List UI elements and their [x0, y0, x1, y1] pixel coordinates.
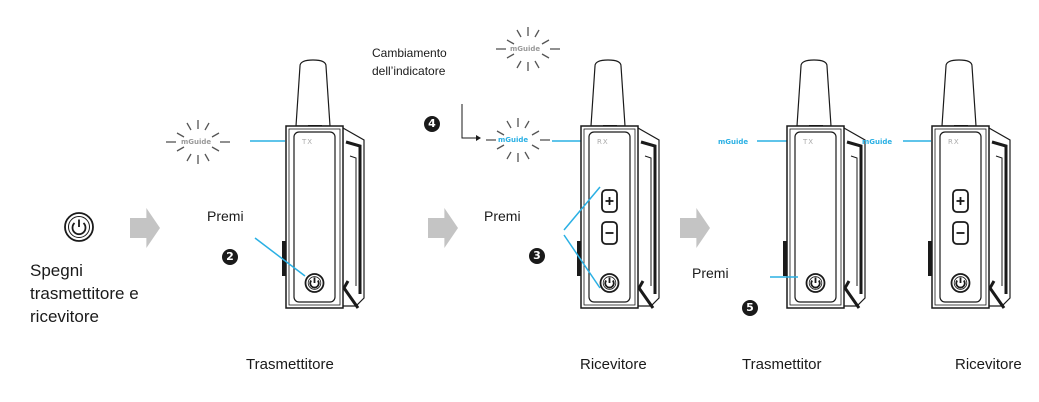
note-line: dell’indicatore [372, 64, 446, 78]
step-badge: 4 [424, 116, 440, 132]
indicator-before-label: mGuide [510, 45, 541, 53]
power-icon [64, 212, 94, 242]
device-tag: TX [302, 138, 314, 146]
connector-lines [563, 186, 601, 289]
bent-arrow-icon [461, 104, 481, 141]
action-label: Premi [484, 208, 521, 224]
device-caption: Ricevitore [580, 356, 647, 373]
next-step-arrow [130, 208, 160, 248]
device-caption: Trasmettitore [246, 356, 334, 373]
connector-line [770, 276, 798, 278]
connector-line [903, 140, 931, 142]
tx-indicator-label: mGuide [718, 138, 749, 146]
connector-line [552, 140, 582, 142]
device-tag: RX [597, 138, 609, 146]
device-tag: TX [803, 138, 815, 146]
indicator-change-note: Cambiamento dell’indicatore [372, 44, 447, 80]
next-step-arrow [680, 208, 710, 248]
device-tag: RX [948, 138, 960, 146]
step-badge: 2 [222, 249, 238, 265]
rx-indicator-label: mGuide [862, 138, 893, 146]
device-caption: Trasmettitor [742, 356, 822, 373]
connector-line [250, 140, 285, 142]
transmitter-device [781, 58, 867, 310]
step1-label: Spegni trasmettitore e ricevitore [30, 259, 139, 328]
step-badge: 3 [529, 248, 545, 264]
step1-label-line: Spegni [30, 261, 83, 280]
step-badge: 5 [742, 300, 758, 316]
step1-label-line: ricevitore [30, 307, 99, 326]
connector-line [757, 140, 787, 142]
receiver-device [926, 58, 1012, 310]
step1-label-line: trasmettitore e [30, 284, 139, 303]
action-label: Premi [692, 265, 729, 281]
indicator-after-label: mGuide [498, 136, 529, 144]
next-step-arrow [428, 208, 458, 248]
device-caption: Ricevitore [955, 356, 1022, 373]
connector-line [254, 237, 306, 277]
indicator-label: mGuide [181, 138, 212, 146]
note-line: Cambiamento [372, 46, 447, 60]
action-label: Premi [207, 208, 244, 224]
